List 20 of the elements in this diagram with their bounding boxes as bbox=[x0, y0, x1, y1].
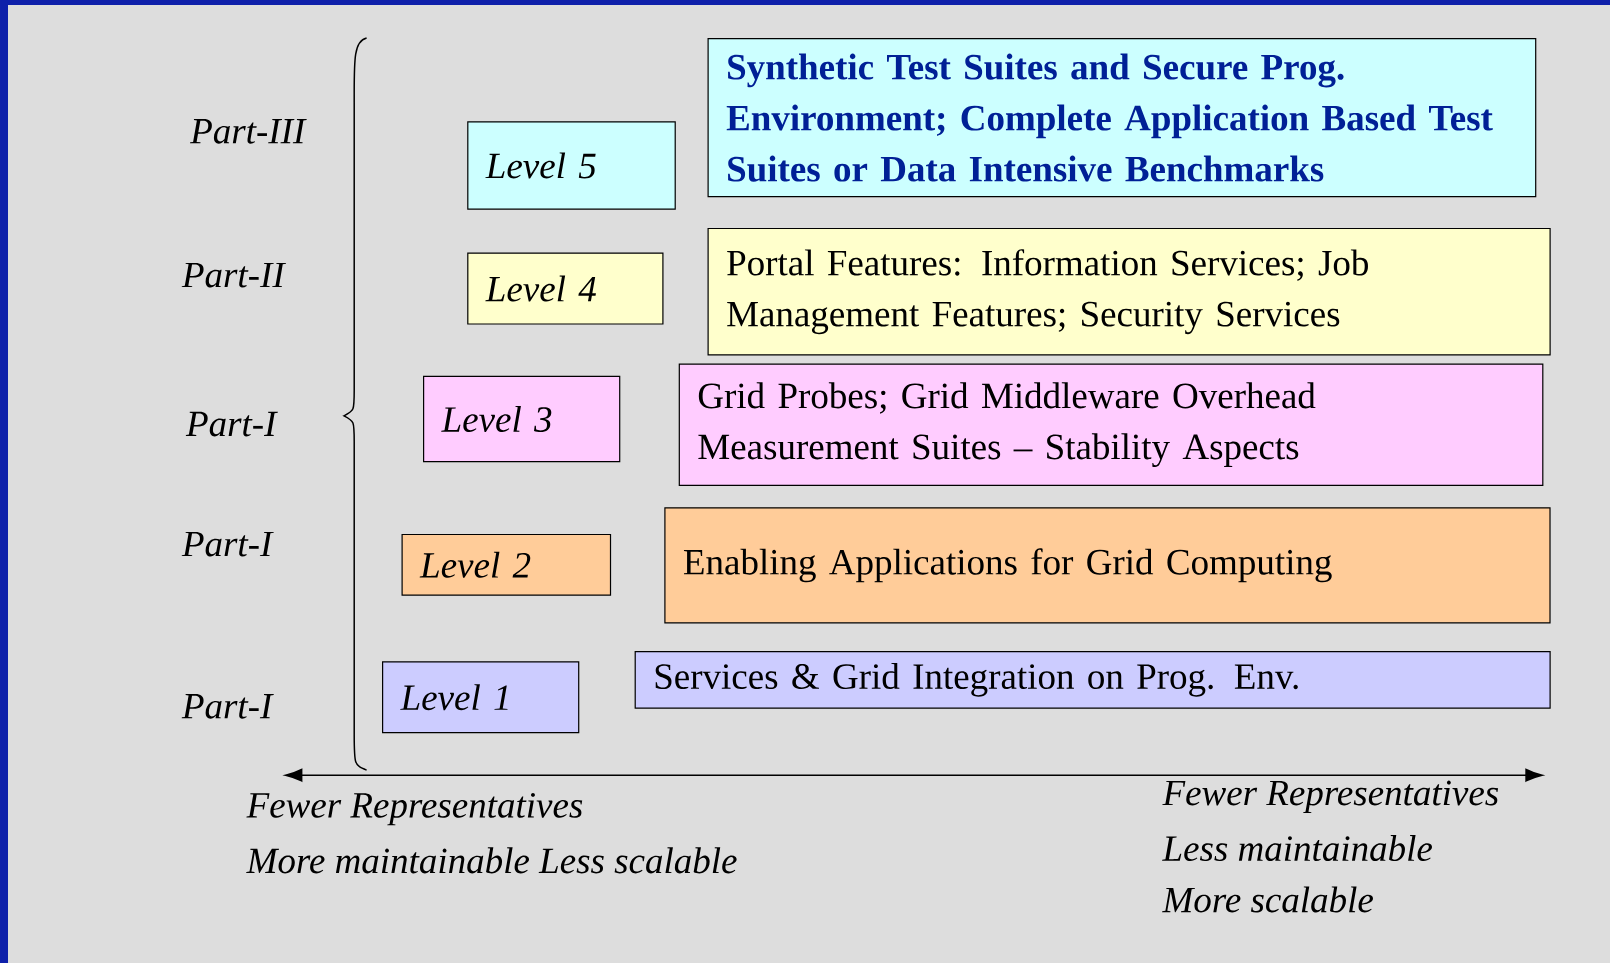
description-box: Synthetic Test Suites and Secure Prog. Environment; Complete Application Based Test Suites or Data Intensive Benchmarks bbox=[707, 38, 1537, 198]
level-box: Level 4 bbox=[467, 252, 664, 325]
axis-note: Fewer Representatives bbox=[246, 792, 583, 826]
axis-note: Fewer Representatives bbox=[1162, 780, 1499, 813]
axis-note: More maintainable Less scalable bbox=[246, 847, 737, 874]
part-label: Part-II bbox=[181, 262, 287, 288]
part-label: Part-I bbox=[181, 694, 274, 719]
level-box: Level 3 bbox=[423, 375, 621, 463]
description-box: Portal Features: Information Services; Job Management Features; Security Services bbox=[707, 227, 1551, 356]
description-box: Enabling Applications for Grid Computing bbox=[664, 507, 1551, 624]
part-label: Part-I bbox=[181, 531, 274, 557]
description-box: Services & Grid Integration on Prog. Env. bbox=[634, 651, 1551, 709]
level-box: Level 5 bbox=[467, 121, 676, 210]
level-box: Level 1 bbox=[382, 661, 580, 734]
part-label: Part-III bbox=[190, 119, 307, 144]
part-label: Part-I bbox=[185, 411, 278, 437]
axis-note: Less maintainable bbox=[1162, 835, 1432, 862]
level-box: Level 2 bbox=[401, 533, 612, 596]
description-box: Grid Probes; Grid Middleware Overhead Measurement Suites – Stability Aspects bbox=[678, 363, 1544, 486]
axis-note: More scalable bbox=[1162, 886, 1373, 913]
